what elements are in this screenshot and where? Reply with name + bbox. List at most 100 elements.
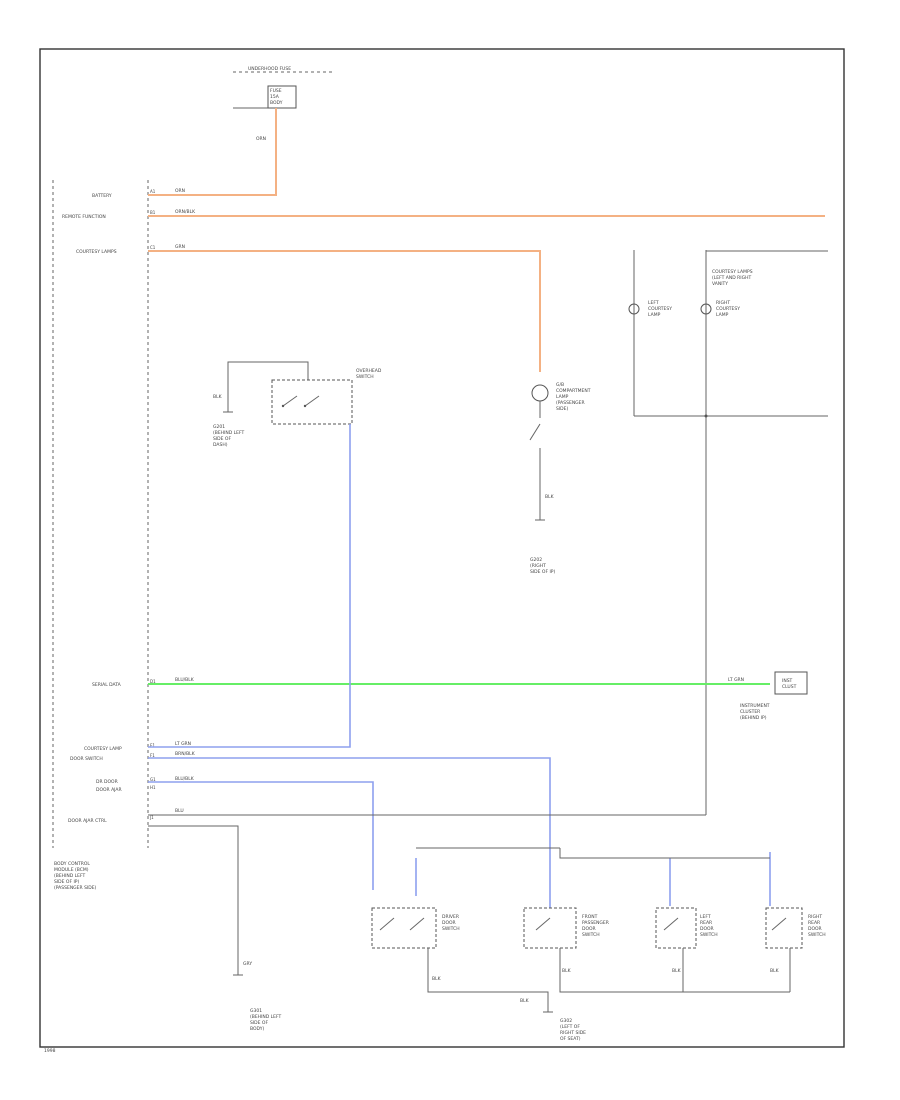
blue-wires — [148, 424, 771, 908]
svg-text:SIDE OF: SIDE OF — [250, 1020, 268, 1026]
module-caption: BODY CONTROL MODULE (BCM) (BEHIND LEFT S… — [54, 861, 97, 891]
wl-blu-blk: BRN/BLK — [175, 751, 196, 757]
wl-blk-g202: BLK — [545, 494, 555, 500]
wl-brn-blk: LT GRN — [175, 741, 191, 747]
svg-text:DASH): DASH) — [213, 442, 228, 448]
wl-blk-2: BLK — [562, 968, 572, 974]
svg-text:LAMP: LAMP — [716, 312, 729, 318]
svg-text:SWITCH: SWITCH — [808, 932, 826, 938]
wire-blue-dr-door — [148, 781, 374, 890]
wire-orange-courtesy — [148, 250, 541, 372]
wl-orn-2: ORN — [175, 188, 185, 194]
svg-text:RIGHT: RIGHT — [716, 300, 730, 306]
fuse-line-2: 15A — [270, 94, 280, 100]
svg-text:(PASSENGER SIDE): (PASSENGER SIDE) — [54, 885, 97, 891]
svg-text:SIDE): SIDE) — [556, 406, 568, 412]
pin-code-a1: A1 — [150, 189, 156, 194]
svg-text:MODULE (BCM): MODULE (BCM) — [54, 867, 89, 873]
pin-dr-door: DR DOOR — [96, 779, 118, 785]
svg-text:SIDE OF: SIDE OF — [213, 436, 231, 442]
wire-blue-door-switch — [148, 757, 551, 908]
svg-text:G301: G301 — [250, 1008, 262, 1014]
svg-text:COURTESY LAMPS: COURTESY LAMPS — [712, 269, 753, 275]
svg-text:SWITCH: SWITCH — [582, 932, 600, 938]
wl-blk-4: BLK — [770, 968, 780, 974]
svg-text:DOOR: DOOR — [700, 926, 714, 932]
svg-text:VANITY: VANITY — [712, 281, 728, 287]
fuse-box: UNDERHOOD FUSE FUSE 15A BODY — [233, 66, 335, 109]
wl-blk-5: BLK — [520, 998, 530, 1004]
fuse-line-1: FUSE — [270, 88, 282, 94]
svg-text:(RIGHT: (RIGHT — [530, 563, 546, 569]
svg-text:BODY): BODY) — [250, 1026, 265, 1032]
svg-text:INST: INST — [782, 678, 793, 684]
wl-blk-1: BLK — [432, 976, 442, 982]
svg-text:COURTESY: COURTESY — [716, 306, 740, 312]
svg-text:REAR: REAR — [700, 920, 712, 926]
wire-blk-g301 — [148, 825, 239, 975]
svg-text:DRIVER: DRIVER — [442, 914, 459, 920]
ground-g301: G301 (BEHIND LEFT SIDE OF BODY) — [233, 974, 282, 1032]
pin-courtesy-lamp: COURTESY LAMP — [84, 746, 122, 752]
wl-lt-grn-1: BLU/BLK — [175, 677, 195, 683]
svg-text:G202: G202 — [530, 557, 542, 563]
wire-blue-courtesy-lamp — [148, 424, 351, 748]
svg-text:SWITCH: SWITCH — [700, 932, 718, 938]
svg-text:LAMP: LAMP — [648, 312, 661, 318]
pin-code-j1: J1 — [149, 815, 154, 820]
wl-grn: GRN — [175, 244, 185, 250]
svg-text:SWITCH: SWITCH — [356, 374, 374, 380]
wire-door-bus-right — [559, 848, 770, 859]
wl-blk-g301: GRY — [243, 961, 252, 967]
svg-text:LEFT: LEFT — [700, 914, 711, 920]
wire-switch-grounds — [427, 948, 549, 1012]
svg-text:DOOR: DOOR — [808, 926, 822, 932]
svg-text:INSTRUMENT: INSTRUMENT — [740, 703, 770, 709]
pin-serial: SERIAL DATA — [92, 682, 122, 688]
pin-door-ajar-ctrl: DOOR AJAR CTRL — [68, 818, 107, 824]
pin-door-ajar: DOOR AJAR — [96, 787, 122, 793]
svg-text:(LEFT OF: (LEFT OF — [560, 1024, 580, 1030]
door-switches: DRIVER DOOR SWITCH FRONT PASSENGER DOOR … — [371, 907, 826, 949]
svg-text:G302: G302 — [560, 1018, 572, 1024]
svg-text:COMPARTMENT: COMPARTMENT — [556, 388, 591, 394]
svg-text:BODY CONTROL: BODY CONTROL — [54, 861, 90, 867]
ground-g302: G302 (LEFT OF RIGHT SIDE OF SEAT) — [543, 1011, 586, 1042]
pin-code-h1: H1 — [150, 785, 156, 790]
pin-code-g1: G1 — [150, 777, 156, 782]
module-pins: BATTERY REMOTE FUNCTION COURTESY LAMPS S… — [62, 189, 156, 824]
svg-text:(LEFT AND RIGHT: (LEFT AND RIGHT — [712, 275, 751, 281]
svg-text:FRONT: FRONT — [582, 914, 598, 920]
fuse-line-3: BODY — [270, 100, 283, 106]
wl-blu: BLU/BLK — [175, 776, 195, 782]
overhead-switch: OVERHEAD SWITCH BLK — [213, 361, 382, 425]
svg-text:G/B: G/B — [556, 382, 564, 388]
fuse-box-header: UNDERHOOD FUSE — [248, 66, 291, 72]
glovebox-lamp: G/B COMPARTMENT LAMP (PASSENGER SIDE) BL… — [529, 382, 591, 520]
pin-code-d1: D1 — [150, 679, 156, 684]
pin-code-e1: E1 — [150, 743, 156, 748]
ground-g202: G202 (RIGHT SIDE OF IP) — [530, 519, 556, 575]
courtesy-lamps: LEFT COURTESY LAMP RIGHT COURTESY LAMP C… — [628, 250, 828, 815]
svg-text:PASSENGER: PASSENGER — [582, 920, 609, 926]
orange-wires — [148, 108, 825, 372]
svg-text:OF SEAT): OF SEAT) — [560, 1036, 581, 1042]
svg-text:SIDE OF IP): SIDE OF IP) — [530, 569, 556, 575]
svg-text:G201: G201 — [213, 424, 225, 430]
svg-text:COURTESY: COURTESY — [648, 306, 672, 312]
svg-text:LAMP: LAMP — [556, 394, 569, 400]
diagram-frame — [39, 48, 845, 1048]
wl-orn-blk: ORN/BLK — [175, 209, 196, 215]
pin-code-b1: B1 — [150, 210, 156, 215]
ground-g201: G201 (BEHIND LEFT SIDE OF DASH) — [213, 411, 245, 448]
svg-text:DOOR: DOOR — [442, 920, 456, 926]
pin-code-c1: C1 — [150, 245, 156, 250]
svg-text:(BEHIND LEFT: (BEHIND LEFT — [250, 1014, 282, 1020]
svg-text:RIGHT SIDE: RIGHT SIDE — [560, 1030, 586, 1036]
svg-text:DOOR: DOOR — [582, 926, 596, 932]
instrument-cluster: INST CLUST INSTRUMENT CLUSTER (BEHIND IP… — [740, 671, 808, 721]
wl-orn-1: ORN — [256, 136, 266, 142]
svg-text:RIGHT: RIGHT — [808, 914, 822, 920]
diagram-footer: 1998 — [44, 1048, 56, 1054]
